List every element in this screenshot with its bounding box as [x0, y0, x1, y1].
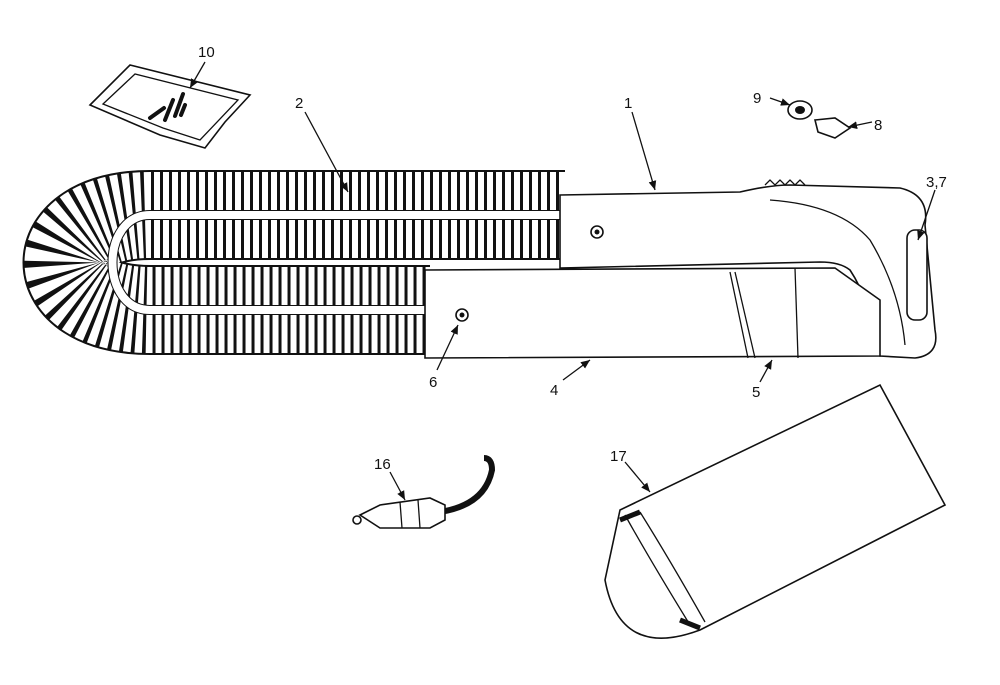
washer-and-screw [787, 100, 852, 139]
callout-5: 5 [752, 384, 760, 401]
storage-bag [604, 383, 947, 639]
callout-8: 8 [874, 117, 882, 134]
callout-4: 4 [550, 382, 558, 399]
callout-2: 2 [295, 95, 303, 112]
hardware-bag [88, 64, 252, 149]
power-cord [352, 455, 496, 529]
hose [22, 170, 565, 355]
callout-9: 9 [753, 90, 761, 107]
lower-housing [424, 267, 881, 359]
callout-16: 16 [374, 456, 391, 473]
callout-1: 1 [624, 95, 632, 112]
leader-lines [189, 61, 936, 501]
callout-17: 17 [610, 448, 627, 465]
callout-10: 10 [198, 44, 215, 61]
callout-6: 6 [429, 374, 437, 391]
callout-3-7: 3,7 [926, 174, 947, 191]
upper-housing [559, 179, 937, 359]
